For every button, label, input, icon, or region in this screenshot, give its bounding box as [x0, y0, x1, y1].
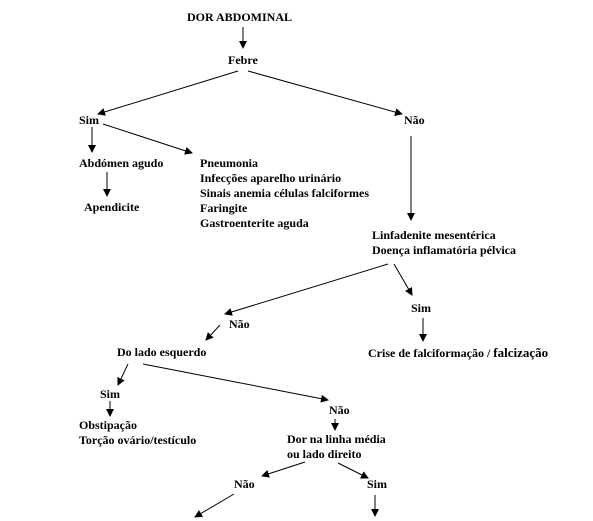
midline-pain-text: Dor na linha média: [287, 432, 386, 446]
arrow-left-side-to-no: [142, 363, 329, 403]
fever-node: Febre: [228, 53, 258, 67]
left-cause-torsion: Torção ovário/testículo: [79, 433, 197, 447]
midline-right-node: Dor na linha média ou lado direito: [287, 432, 386, 462]
lymph-pelvic-node: Linfadenite mesentérica Doença inflamató…: [372, 228, 516, 258]
pelvic-inflammatory-disease: Doença inflamatória pélvica: [372, 243, 516, 257]
arrow-midline-to-yes: [337, 462, 369, 479]
root-node-abdominal-pain: DOR ABDOMINAL: [187, 10, 293, 24]
arrow-midline-to-no: [261, 461, 306, 478]
mesenteric-lymphadenitis: Linfadenite mesentérica: [372, 228, 496, 242]
sickle-crisis-node: Crise de falciformação / falcização: [368, 345, 548, 361]
other-cause-sickle-cell-signs: Sinais anemia células falciformes: [200, 186, 369, 200]
arrow-midline-no-down: [194, 493, 235, 518]
arrow-fever-to-yes: [97, 70, 239, 116]
midline-no-label: Não: [234, 477, 255, 491]
other-cause-pneumonia: Pneumonia: [200, 156, 259, 170]
arrow-yes-to-other-causes: [102, 123, 193, 155]
other-cause-urinary-infection: Infecções aparelho urinário: [200, 171, 342, 185]
left-side-node: Do lado esquerdo: [117, 345, 207, 359]
arrow-no-to-left-side: [205, 324, 221, 341]
fever-yes-label: Sim: [79, 113, 100, 127]
other-cause-pharyngitis: Faringite: [200, 201, 248, 215]
left-no-label: Não: [329, 403, 350, 417]
right-side-text: ou lado direito: [287, 447, 362, 461]
arrow-fever-to-no: [247, 70, 403, 116]
sickle-crisis-main-text: Crise de falciformação /: [368, 346, 491, 360]
other-cause-gastroenteritis: Gastroenterite aguda: [200, 216, 309, 230]
arrow-left-side-to-yes: [117, 363, 129, 386]
midline-yes-label: Sim: [367, 477, 388, 491]
left-cause-constipation: Obstipação: [79, 418, 138, 432]
other-causes-list: Pneumonia Infecções aparelho urinário Si…: [200, 156, 369, 231]
fever-no-label: Não: [404, 113, 425, 127]
arrow-lymph-to-no: [224, 263, 389, 316]
lymph-no-label: Não: [229, 317, 250, 331]
arrow-lymph-to-yes: [393, 263, 413, 296]
left-causes-node: Obstipação Torção ovário/testículo: [79, 418, 196, 448]
left-yes-label: Sim: [100, 387, 121, 401]
appendicitis-node: Apendicite: [84, 200, 140, 214]
sickle-crisis-tail-text: falcização: [493, 345, 549, 360]
acute-abdomen-node: Abdómen agudo: [79, 156, 164, 170]
lymph-yes-label: Sim: [411, 301, 432, 315]
